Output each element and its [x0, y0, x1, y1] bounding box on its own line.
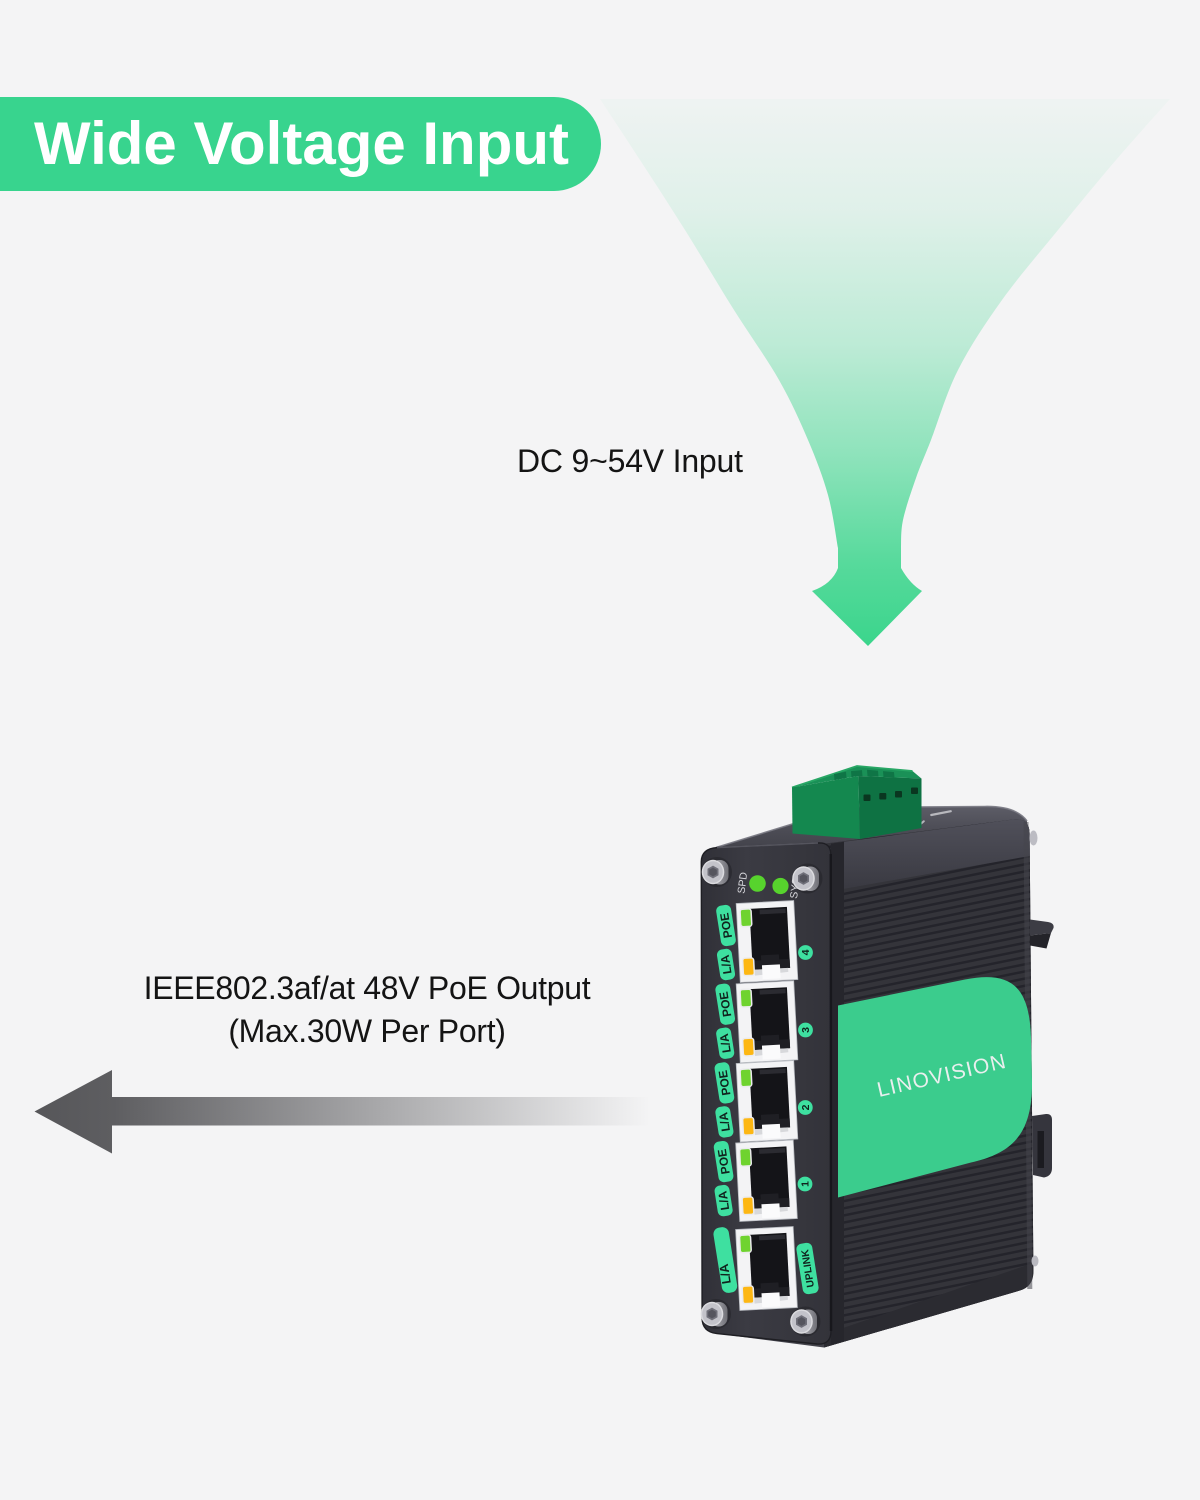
svg-text:1: 1	[800, 1181, 812, 1187]
svg-text:SPD: SPD	[736, 871, 751, 894]
svg-text:POE: POE	[717, 912, 735, 939]
svg-text:POE: POE	[716, 1069, 734, 1096]
svg-text:2: 2	[800, 1104, 812, 1110]
svg-text:L/A: L/A	[716, 1111, 733, 1133]
svg-text:L/A: L/A	[717, 1263, 734, 1285]
svg-text:L/A: L/A	[718, 954, 735, 976]
svg-text:POE: POE	[715, 1148, 733, 1175]
svg-text:4: 4	[800, 949, 812, 955]
svg-text:POE: POE	[717, 991, 735, 1018]
svg-text:L/A: L/A	[715, 1190, 732, 1212]
svg-text:3: 3	[800, 1027, 812, 1033]
svg-text:L/A: L/A	[717, 1032, 734, 1054]
